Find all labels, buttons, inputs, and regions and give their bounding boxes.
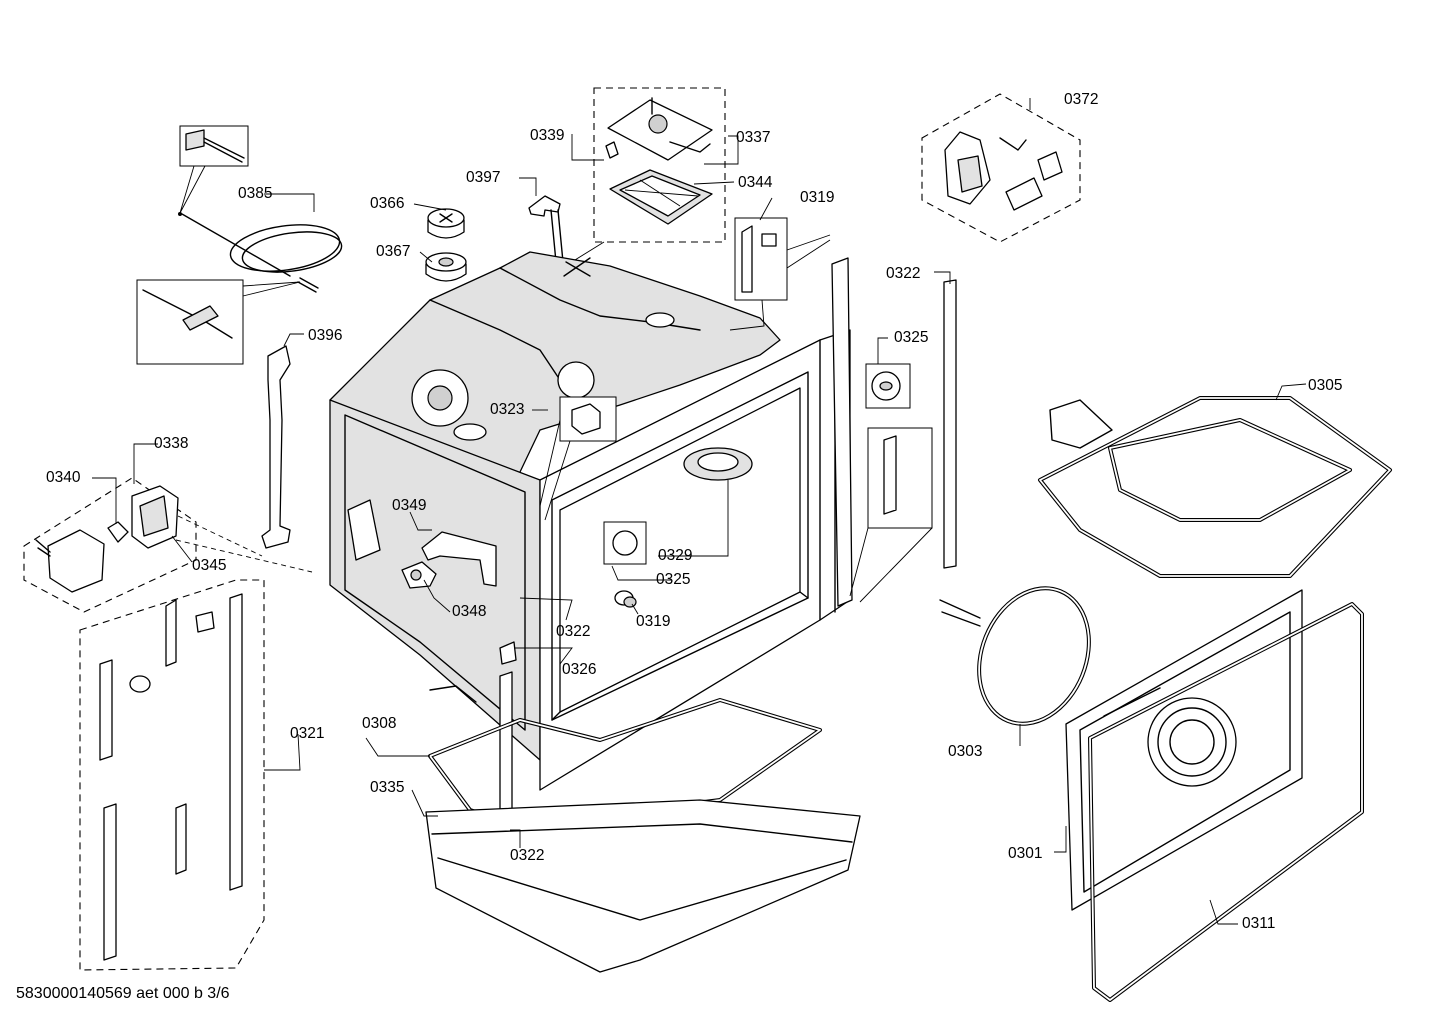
label-0325-inner: 0325: [656, 571, 690, 588]
label-0303: 0303: [948, 743, 982, 760]
part-0348-fan-motor: [401, 561, 437, 589]
part-0319-lamp-holder: [614, 590, 637, 608]
part-0385-temperature-sensor: [136, 125, 343, 365]
label-0340: 0340: [46, 469, 81, 486]
label-0339: 0339: [530, 127, 564, 144]
part-0367-knob: [425, 252, 467, 282]
label-0326: 0326: [562, 661, 596, 678]
part-0349-bracket: [421, 531, 497, 587]
label-0311: 0311: [1242, 915, 1275, 932]
part-0323-switch: [539, 396, 617, 521]
part-group-0338-0340-0345: [23, 477, 313, 613]
label-0345: 0345: [192, 557, 226, 574]
label-0338: 0338: [154, 435, 188, 452]
label-0348: 0348: [452, 603, 486, 620]
label-0396: 0396: [308, 327, 342, 344]
part-0335-insulation: [425, 799, 861, 973]
part-0303-circular-heater: [939, 586, 1091, 726]
leader-lines: [92, 98, 1307, 925]
part-0322-rail-right: [943, 279, 957, 569]
part-0319-bracket: [734, 217, 831, 301]
part-0325-lamp-cover-b: [865, 363, 911, 409]
label-0344: 0344: [738, 174, 773, 191]
label-0349: 0349: [392, 497, 426, 514]
part-0396-hinge: [261, 345, 291, 549]
part-0325-lamp-cover-a: [603, 521, 647, 565]
label-0397: 0397: [466, 169, 500, 186]
label-0366: 0366: [370, 195, 404, 212]
label-0301: 0301: [1008, 845, 1042, 862]
label-0322-mid: 0322: [556, 623, 590, 640]
part-0326-clip: [499, 641, 517, 665]
part-0397-bracket: [528, 195, 564, 263]
part-0366-knob: [427, 208, 465, 239]
drawing-reference-number: 5830000140569 aet 000 b 3/6: [16, 985, 230, 1002]
label-0322-bottom: 0322: [510, 847, 544, 864]
part-group-0321: [79, 579, 265, 971]
oven-cavity-assembly: [329, 251, 853, 791]
part-mounting-bracket-right: [849, 427, 933, 603]
label-0335: 0335: [370, 779, 404, 796]
part-labels: 0372 0339 0337 0397 0344 0385 0319 0366 …: [46, 91, 1342, 932]
label-0372: 0372: [1064, 91, 1098, 108]
label-0319-lamp: 0319: [636, 613, 670, 630]
label-0322-right: 0322: [886, 265, 920, 282]
label-0321: 0321: [290, 725, 324, 742]
part-0305-grill-element: [1038, 396, 1392, 578]
label-0385: 0385: [238, 185, 272, 202]
label-0337: 0337: [736, 129, 770, 146]
label-0329: 0329: [658, 547, 692, 564]
part-0301-back-panel: [1065, 589, 1303, 911]
label-0305: 0305: [1308, 377, 1342, 394]
label-0323: 0323: [490, 401, 524, 418]
label-0308: 0308: [362, 715, 396, 732]
part-0311-door-seal: [1088, 602, 1364, 1002]
part-group-0337-0344: [561, 87, 726, 269]
label-0325-right: 0325: [894, 329, 928, 346]
label-0367: 0367: [376, 243, 410, 260]
label-0319-top: 0319: [800, 189, 834, 206]
part-group-0372-door-lock: [921, 93, 1081, 243]
